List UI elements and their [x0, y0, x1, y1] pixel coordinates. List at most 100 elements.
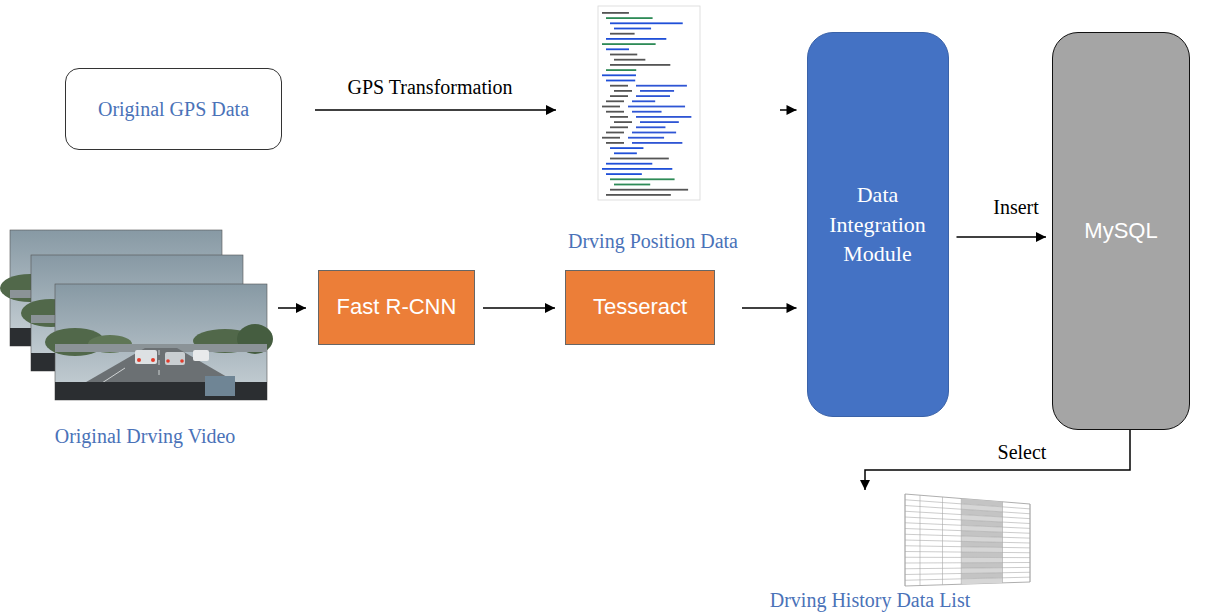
code-line [610, 54, 637, 56]
video-picture-caption: Original Drving Video [20, 230, 270, 448]
code-line [606, 142, 624, 144]
node-text: Fast R-CNN [337, 294, 457, 320]
driving-video-frames [0, 230, 273, 400]
code-line [602, 137, 620, 139]
code-line [610, 178, 675, 180]
table-rule [905, 567, 1030, 568]
code-line [602, 43, 656, 45]
table-rule [1030, 504, 1031, 582]
code-line [628, 137, 664, 139]
code-line [614, 121, 632, 123]
edge-label-holder: Select [996, 441, 1049, 464]
edge-label-holder: Insert [991, 196, 1041, 219]
table-rule [905, 546, 1030, 548]
table-rule [905, 562, 1030, 564]
flow-arrow [315, 109, 556, 111]
edge-label: Insert [991, 196, 1041, 219]
table-rule [905, 517, 1030, 524]
code-line [610, 22, 683, 24]
edge-label-holder: GPS Transformation [345, 76, 514, 99]
flow-arrow [957, 236, 1047, 238]
code-line [610, 158, 669, 160]
code-line [614, 152, 637, 154]
table-picture [905, 494, 1030, 586]
code-line [606, 132, 624, 134]
table-rule [1002, 502, 1003, 583]
code-line [606, 100, 624, 102]
video-frame [45, 284, 273, 400]
code-line [602, 168, 672, 170]
data-source-box: Original GPS Data [65, 68, 282, 150]
code-line [640, 121, 679, 123]
code-line [632, 132, 676, 134]
table-rule [905, 511, 1030, 518]
code-line [632, 100, 655, 102]
flow-arrow [483, 307, 555, 309]
code-line [610, 126, 628, 128]
code-line [606, 173, 642, 175]
code-line [636, 95, 670, 97]
code-line [632, 111, 662, 113]
flow-arrow [780, 109, 797, 111]
process-box: Tesseract [565, 270, 715, 345]
code-line [610, 95, 628, 97]
code-listing-picture [598, 6, 700, 200]
code-line [606, 48, 629, 50]
code-line [636, 85, 687, 87]
table-rule [905, 557, 1030, 558]
node-text: Tesseract [593, 294, 687, 320]
flow-arrow [278, 307, 306, 309]
module-box: Data Integration Module [807, 32, 949, 417]
table-rule [920, 495, 921, 585]
table-rule [905, 577, 1030, 580]
flow-arrow [865, 430, 1130, 490]
code-line [610, 189, 688, 191]
flow-arrow [742, 307, 797, 309]
table-rule [905, 500, 1030, 509]
edge-label: Select [996, 441, 1049, 464]
table-sheet [905, 494, 1030, 586]
code-line [606, 80, 635, 82]
code-line [614, 28, 651, 30]
code-line [602, 12, 629, 14]
code-line [610, 147, 643, 149]
process-box: Fast R-CNN [318, 270, 475, 345]
node-text: Original Drving Video [55, 425, 236, 448]
table-rule [905, 523, 1030, 529]
node-text: Original GPS Data [98, 97, 249, 121]
table-rule [905, 572, 1030, 574]
code-line [610, 85, 628, 87]
code-line [636, 116, 691, 118]
code-line [606, 69, 636, 71]
table-cell [961, 552, 1002, 557]
table-picture-caption: Drving History Data List [745, 490, 995, 612]
node-text: MySQL [1084, 218, 1157, 244]
code-line [614, 184, 650, 186]
code-line [606, 17, 653, 19]
table-rule [905, 534, 1030, 538]
table-rule [905, 552, 1030, 553]
code-line [614, 59, 645, 61]
code-line [640, 90, 674, 92]
table-rule [905, 529, 1030, 534]
code-line [632, 142, 682, 144]
data-picture-caption: Drving Position Data [556, 5, 750, 253]
code-line [606, 163, 652, 165]
code-line [606, 38, 666, 40]
node-text: Drving History Data List [770, 589, 971, 612]
edge-label: GPS Transformation [345, 76, 514, 99]
code-line [636, 126, 665, 128]
database-box: MySQL [1052, 32, 1190, 430]
table-cell [961, 563, 1002, 569]
code-line [602, 106, 620, 108]
table-rule [905, 540, 1030, 543]
node-text: Drving Position Data [568, 230, 738, 253]
table-rule [961, 499, 962, 585]
code-line [610, 64, 670, 66]
code-line [602, 74, 636, 76]
table-rule [942, 497, 943, 585]
code-line [610, 116, 628, 118]
code-line [606, 111, 624, 113]
